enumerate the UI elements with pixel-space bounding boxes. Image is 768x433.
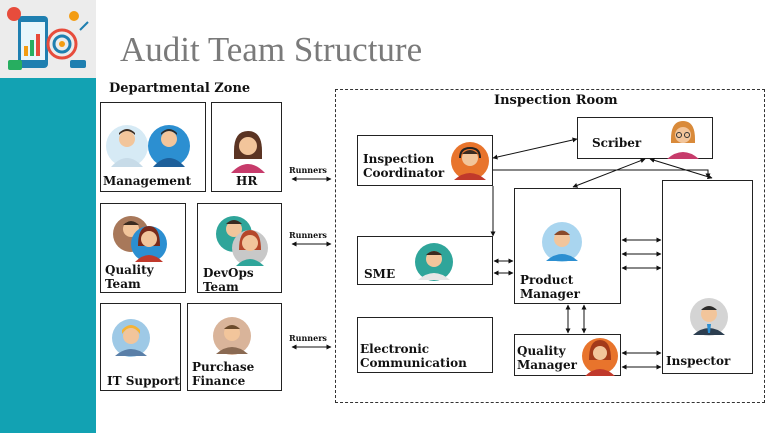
sme-box: SME — [357, 236, 493, 285]
departmental-zone-label: Departmental Zone — [109, 81, 251, 96]
management-people-icon — [106, 125, 190, 167]
sme-person-icon — [415, 243, 453, 281]
department-it-support-box: IT Support — [100, 303, 181, 391]
hr-person-icon — [231, 131, 265, 173]
inspection-room-boundary — [335, 89, 765, 403]
product-manager-label: Product Manager — [520, 273, 580, 301]
inspector-label: Inspector — [666, 354, 731, 368]
scriber-person-icon — [667, 121, 699, 159]
it-support-person-icon — [112, 319, 150, 357]
runners-label-2: Runners — [289, 230, 327, 240]
inspection-coordinator-box: Inspection Coordinator — [357, 135, 493, 186]
sme-label: SME — [364, 267, 396, 281]
electronic-communication-box: Electronic Communication — [357, 317, 493, 373]
scriber-product-manager-arrow — [572, 158, 646, 188]
inspector-person-icon — [690, 298, 728, 336]
coordinator-scriber-arrow — [492, 137, 578, 160]
scriber-inspector-arrow — [649, 157, 713, 180]
page-title: Audit Team Structure — [120, 30, 423, 69]
department-devops-team-box: DevOps Team — [197, 203, 282, 294]
department-it-support-label: IT Support — [107, 374, 180, 388]
product-manager-box: Product Manager — [514, 188, 621, 304]
quality-manager-person-icon — [582, 338, 618, 376]
scriber-label: Scriber — [592, 136, 642, 150]
header-logo — [0, 0, 96, 78]
inspector-box: Inspector — [662, 180, 753, 374]
department-hr-box: HR — [211, 102, 282, 192]
department-management-box: Management — [100, 102, 206, 192]
inspection-room-label: Inspection Room — [494, 93, 618, 108]
logo-illustration-icon — [7, 7, 89, 70]
department-devops-team-label: DevOps Team — [203, 266, 254, 294]
department-quality-team-box: Quality Team — [100, 203, 186, 293]
scriber-box: Scriber — [577, 117, 713, 159]
inspection-coordinator-label: Inspection Coordinator — [363, 152, 445, 180]
inspection-coordinator-person-icon — [451, 142, 489, 180]
quality-manager-box: Quality Manager — [514, 334, 621, 376]
purchase-finance-person-icon — [213, 317, 251, 355]
quality-manager-label: Quality Manager — [517, 344, 577, 372]
department-quality-team-label: Quality Team — [105, 263, 154, 291]
department-hr-label: HR — [236, 174, 258, 188]
quality-team-people-icon — [113, 216, 167, 262]
product-manager-person-icon — [542, 222, 582, 262]
runners-label-1: Runners — [289, 165, 327, 175]
department-purchase-finance-label: Purchase Finance — [192, 360, 255, 388]
runners-label-3: Runners — [289, 333, 327, 343]
department-management-label: Management — [103, 174, 192, 188]
department-purchase-finance-box: Purchase Finance — [187, 303, 282, 391]
coordinator-inspector-line — [493, 169, 711, 179]
electronic-communication-label: Electronic Communication — [360, 342, 467, 370]
devops-team-people-icon — [216, 216, 268, 266]
